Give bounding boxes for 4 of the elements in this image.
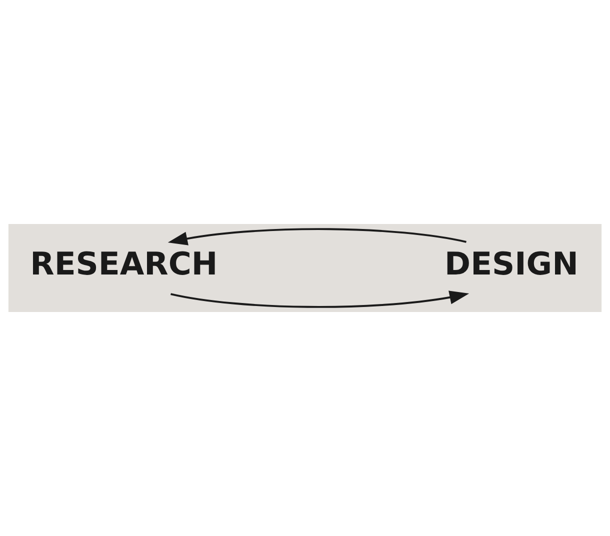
node-text: RESEARCH — [30, 246, 218, 282]
arrow — [170, 290, 470, 308]
arrow — [168, 228, 466, 246]
node-text: DESIGN — [444, 246, 578, 282]
